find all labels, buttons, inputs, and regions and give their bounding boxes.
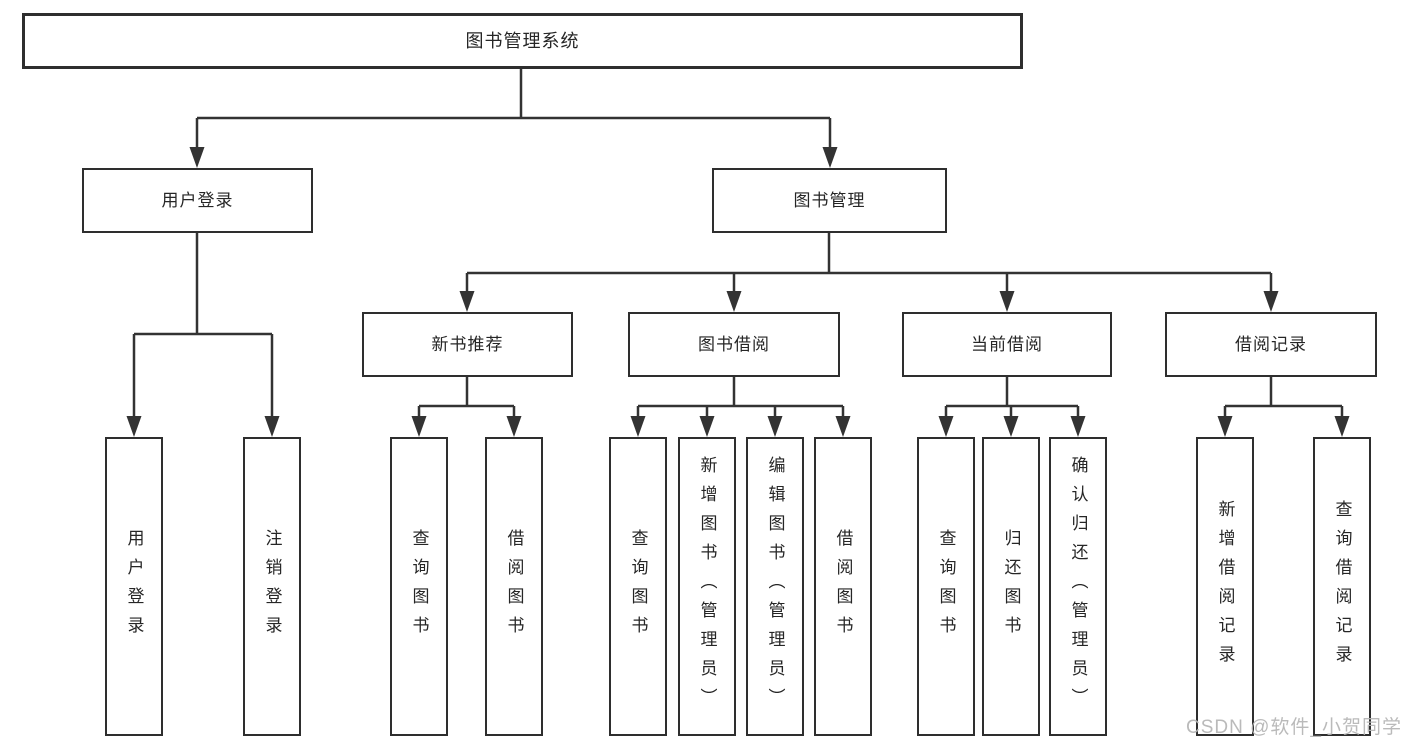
root-node-library-system: 图书管理系统 — [22, 13, 1023, 69]
leaf-borrow-books-2: 借阅图书 — [814, 437, 872, 736]
leaf-return-books-label: 归还图书 — [1001, 528, 1021, 645]
leaf-confirm-return-admin-label: 确认归还（管理员） — [1068, 456, 1088, 717]
csdn-watermark: CSDN @软件_小贺同学 — [1186, 717, 1402, 738]
leaf-query-books-current: 查询图书 — [917, 437, 975, 736]
leaf-borrow-books-recommend: 借阅图书 — [485, 437, 543, 736]
leaf-query-books-borrow-label: 查询图书 — [628, 528, 648, 645]
node-borrow-records-label: 借阅记录 — [1235, 335, 1307, 354]
node-current-borrow: 当前借阅 — [902, 312, 1112, 377]
leaf-query-books-current-label: 查询图书 — [936, 528, 956, 645]
leaf-query-borrow-record-label: 查询借阅记录 — [1332, 499, 1352, 674]
leaf-edit-book-admin-label: 编辑图书（管理员） — [765, 456, 785, 717]
node-user-login-label: 用户登录 — [161, 191, 234, 210]
leaf-user-login: 用户登录 — [105, 437, 163, 736]
leaf-borrow-books-2-label: 借阅图书 — [833, 528, 853, 645]
root-node-label: 图书管理系统 — [465, 31, 580, 51]
node-new-book-recommend: 新书推荐 — [362, 312, 573, 377]
node-book-borrow-label: 图书借阅 — [698, 335, 770, 354]
node-book-management: 图书管理 — [712, 168, 947, 233]
node-borrow-records: 借阅记录 — [1165, 312, 1377, 377]
node-user-login: 用户登录 — [82, 168, 313, 233]
node-current-borrow-label: 当前借阅 — [971, 335, 1043, 354]
leaf-confirm-return-admin: 确认归还（管理员） — [1049, 437, 1107, 736]
leaf-query-books-recommend: 查询图书 — [390, 437, 448, 736]
leaf-edit-book-admin: 编辑图书（管理员） — [746, 437, 804, 736]
node-new-book-recommend-label: 新书推荐 — [431, 335, 504, 354]
node-book-management-label: 图书管理 — [793, 191, 866, 210]
leaf-logout: 注销登录 — [243, 437, 301, 736]
leaf-query-borrow-record: 查询借阅记录 — [1313, 437, 1371, 736]
leaf-return-books: 归还图书 — [982, 437, 1040, 736]
leaf-query-books-borrow: 查询图书 — [609, 437, 667, 736]
leaf-user-login-label: 用户登录 — [124, 528, 144, 645]
leaf-add-book-admin-label: 新增图书（管理员） — [697, 456, 717, 717]
leaf-logout-label: 注销登录 — [262, 528, 282, 645]
leaf-add-borrow-record-label: 新增借阅记录 — [1215, 499, 1235, 674]
leaf-borrow-books-recommend-label: 借阅图书 — [504, 528, 524, 645]
leaf-query-books-recommend-label: 查询图书 — [409, 528, 429, 645]
arrowheads — [126, 147, 1350, 437]
leaf-add-borrow-record: 新增借阅记录 — [1196, 437, 1254, 736]
leaf-add-book-admin: 新增图书（管理员） — [678, 437, 736, 736]
node-book-borrow: 图书借阅 — [628, 312, 840, 377]
